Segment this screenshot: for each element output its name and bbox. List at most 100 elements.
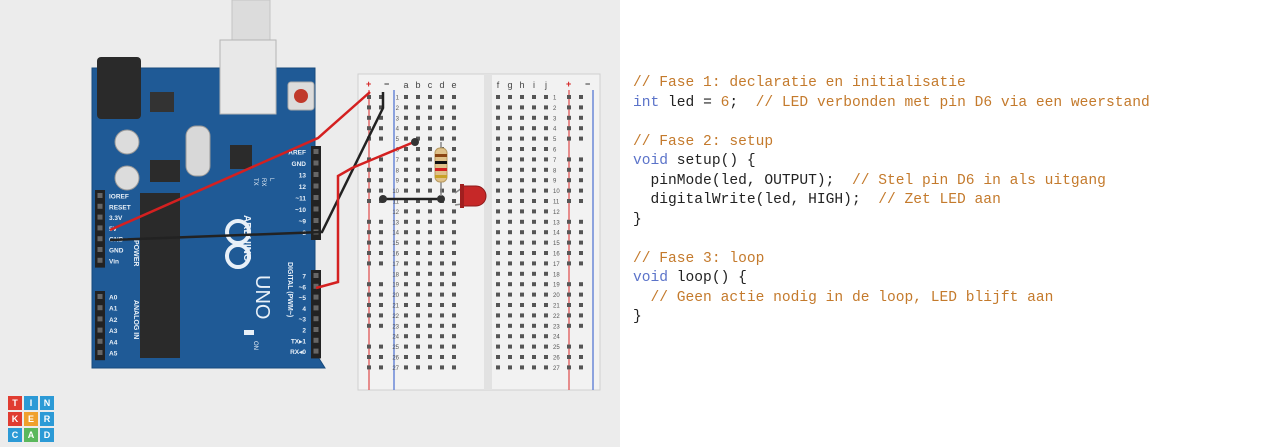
breadboard-hole[interactable]	[544, 188, 548, 193]
breadboard-hole[interactable]	[404, 313, 408, 318]
breadboard-hole[interactable]	[520, 271, 524, 276]
breadboard-hole[interactable]	[508, 334, 512, 339]
breadboard-hole[interactable]	[532, 136, 536, 141]
breadboard-hole[interactable]	[520, 209, 524, 214]
rail-hole[interactable]	[579, 240, 583, 245]
breadboard-hole[interactable]	[496, 334, 500, 339]
breadboard-hole[interactable]	[416, 188, 420, 193]
breadboard-hole[interactable]	[508, 313, 512, 318]
breadboard-hole[interactable]	[416, 282, 420, 287]
breadboard-hole[interactable]	[520, 188, 524, 193]
breadboard-hole[interactable]	[404, 334, 408, 339]
breadboard-hole[interactable]	[532, 126, 536, 131]
digital-bottom-pin[interactable]	[313, 348, 319, 354]
breadboard-hole[interactable]	[416, 251, 420, 255]
breadboard-hole[interactable]	[532, 282, 536, 287]
breadboard-hole[interactable]	[544, 251, 548, 255]
rail-hole[interactable]	[367, 219, 371, 224]
breadboard-hole[interactable]	[404, 209, 408, 214]
rail-hole[interactable]	[379, 105, 383, 110]
breadboard-hole[interactable]	[428, 219, 432, 224]
breadboard-hole[interactable]	[532, 230, 536, 235]
breadboard-hole[interactable]	[532, 115, 536, 120]
breadboard-hole[interactable]	[452, 240, 456, 245]
breadboard-hole[interactable]	[428, 251, 432, 255]
breadboard-hole[interactable]	[452, 115, 456, 120]
breadboard-hole[interactable]	[544, 271, 548, 276]
rail-hole[interactable]	[367, 188, 371, 193]
breadboard-hole[interactable]	[428, 261, 432, 266]
breadboard-hole[interactable]	[416, 355, 420, 359]
rail-hole[interactable]	[579, 292, 583, 297]
rail-hole[interactable]	[379, 240, 383, 245]
breadboard-hole[interactable]	[452, 313, 456, 318]
rail-hole[interactable]	[367, 157, 371, 162]
breadboard-hole[interactable]	[508, 292, 512, 297]
rail-hole[interactable]	[579, 136, 583, 141]
breadboard-hole[interactable]	[416, 219, 420, 224]
breadboard-hole[interactable]	[520, 105, 524, 110]
breadboard-hole[interactable]	[532, 240, 536, 245]
left-pin-headers[interactable]	[95, 190, 105, 361]
rail-hole[interactable]	[379, 251, 383, 255]
rail-hole[interactable]	[579, 126, 583, 131]
rail-hole[interactable]	[379, 230, 383, 235]
rail-hole[interactable]	[567, 126, 571, 131]
breadboard-hole[interactable]	[496, 323, 500, 328]
digital-bottom-pin[interactable]	[313, 273, 319, 278]
digital-top-pin[interactable]	[313, 183, 319, 189]
breadboard-hole[interactable]	[428, 178, 432, 183]
breadboard-hole[interactable]	[404, 261, 408, 266]
breadboard-hole[interactable]	[520, 313, 524, 318]
breadboard-hole[interactable]	[544, 147, 548, 151]
breadboard-hole[interactable]	[532, 209, 536, 214]
breadboard-hole[interactable]	[452, 230, 456, 235]
rail-hole[interactable]	[567, 240, 571, 245]
breadboard-hole[interactable]	[532, 105, 536, 110]
breadboard-hole[interactable]	[508, 188, 512, 193]
breadboard-hole[interactable]	[508, 323, 512, 328]
rail-hole[interactable]	[367, 344, 371, 349]
breadboard-hole[interactable]	[496, 178, 500, 183]
breadboard-hole[interactable]	[452, 251, 456, 255]
breadboard-hole[interactable]	[520, 230, 524, 235]
power-pin[interactable]	[97, 193, 103, 198]
breadboard-hole[interactable]	[428, 115, 432, 120]
breadboard-hole[interactable]	[440, 126, 444, 131]
breadboard-hole[interactable]	[532, 344, 536, 349]
breadboard-hole[interactable]	[544, 313, 548, 318]
rail-hole[interactable]	[567, 167, 571, 172]
breadboard-hole[interactable]	[416, 209, 420, 214]
rail-hole[interactable]	[579, 355, 583, 359]
breadboard-hole[interactable]	[544, 230, 548, 235]
breadboard-hole[interactable]	[544, 240, 548, 245]
breadboard-hole[interactable]	[404, 230, 408, 235]
breadboard-hole[interactable]	[452, 209, 456, 214]
breadboard-hole[interactable]	[544, 219, 548, 224]
rail-hole[interactable]	[567, 199, 571, 203]
breadboard-hole[interactable]	[508, 147, 512, 151]
breadboard-hole[interactable]	[452, 105, 456, 110]
breadboard-hole[interactable]	[440, 365, 444, 370]
breadboard-hole[interactable]	[428, 323, 432, 328]
breadboard-hole[interactable]	[544, 167, 548, 172]
rail-hole[interactable]	[579, 344, 583, 349]
breadboard-hole[interactable]	[452, 271, 456, 276]
breadboard-hole[interactable]	[532, 178, 536, 183]
breadboard-hole[interactable]	[428, 334, 432, 339]
rail-hole[interactable]	[567, 323, 571, 328]
rail-hole[interactable]	[379, 178, 383, 183]
breadboard-hole[interactable]	[440, 251, 444, 255]
rail-hole[interactable]	[567, 355, 571, 359]
rail-hole[interactable]	[379, 219, 383, 224]
rail-hole[interactable]	[567, 115, 571, 120]
breadboard-hole[interactable]	[532, 251, 536, 255]
power-pin[interactable]	[97, 225, 103, 231]
analog-pin[interactable]	[97, 294, 103, 299]
rail-hole[interactable]	[367, 365, 371, 370]
breadboard-hole[interactable]	[508, 219, 512, 224]
breadboard-hole[interactable]	[496, 271, 500, 276]
breadboard-hole[interactable]	[404, 355, 408, 359]
breadboard-hole[interactable]	[496, 95, 500, 99]
breadboard-hole[interactable]	[496, 230, 500, 235]
